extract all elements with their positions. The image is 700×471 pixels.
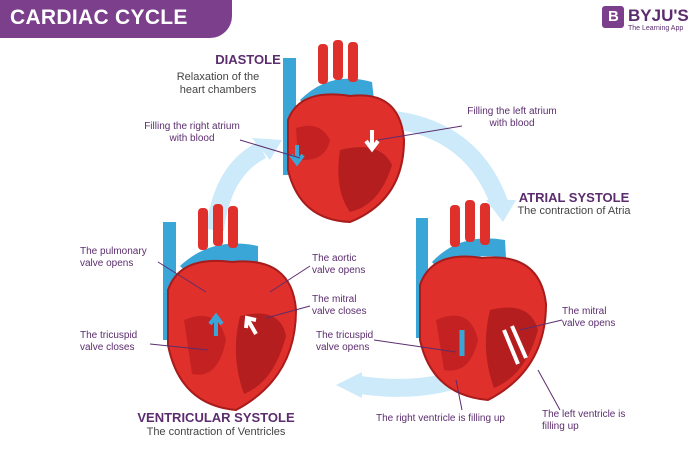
blood-arrow-right xyxy=(208,312,224,336)
aorta-branch-3 xyxy=(480,203,490,245)
label-tricuspid-opens: The tricuspid valve opens xyxy=(316,330,374,353)
label-left-ventricle-filling: The left ventricle is filling up xyxy=(542,409,626,432)
aorta-branch-3 xyxy=(228,206,238,248)
diastole-title: DIASTOLE xyxy=(215,52,281,67)
aorta-branch-3 xyxy=(348,42,358,82)
right-ventricle xyxy=(436,315,478,371)
left-ventricle xyxy=(235,313,286,394)
aorta-branch-1 xyxy=(198,208,208,250)
label-filling-left-atrium: Filling the left atrium with blood xyxy=(467,106,557,129)
logo-name: BYJU'S xyxy=(628,6,689,25)
right-atrium xyxy=(296,125,330,161)
blood-arrow-left xyxy=(244,315,258,335)
left-ventricle xyxy=(338,147,392,212)
label-mitral-closes: The mitral valve closes xyxy=(312,294,367,317)
aorta-branch-2 xyxy=(465,200,475,242)
atrial-systole-subtitle: The contraction of Atria xyxy=(517,205,631,217)
aorta-branch-1 xyxy=(450,205,460,247)
arrow-head-1 xyxy=(486,200,516,222)
arrow-head-3 xyxy=(252,138,282,160)
aorta-branch-2 xyxy=(333,40,343,80)
aorta-branch-2 xyxy=(213,204,223,246)
page-title: CARDIAC CYCLE xyxy=(10,6,188,29)
label-aortic-opens: The aortic valve opens xyxy=(312,253,366,276)
diastole-subtitle: Relaxation of the heart chambers xyxy=(176,71,260,96)
label-tricuspid-closes: The tricuspid valve closes xyxy=(80,330,138,353)
label-filling-right-atrium: Filling the right atrium with blood xyxy=(144,121,240,144)
byjus-logo: BYJU'S The Learning App xyxy=(602,6,698,38)
logo-mark-icon xyxy=(602,6,624,28)
atrial-systole-title: ATRIAL SYSTOLE xyxy=(518,190,630,205)
label-right-ventricle-filling: The right ventricle is filling up xyxy=(376,413,505,424)
ventricular-systole-title: VENTRICULAR SYSTOLE xyxy=(137,410,295,425)
label-pulmonary-opens: The pulmonary valve opens xyxy=(80,246,147,269)
blood-arrow-left xyxy=(502,325,528,365)
arrow-head-2 xyxy=(336,372,362,398)
aorta-branch-1 xyxy=(318,44,328,84)
ventricular-systole-subtitle: The contraction of Ventricles xyxy=(146,426,286,438)
title-banner: CARDIAC CYCLE xyxy=(0,0,232,38)
logo-tagline: The Learning App xyxy=(628,25,684,32)
blood-arrow-left xyxy=(364,130,380,153)
label-mitral-opens: The mitral valve opens xyxy=(562,306,616,329)
